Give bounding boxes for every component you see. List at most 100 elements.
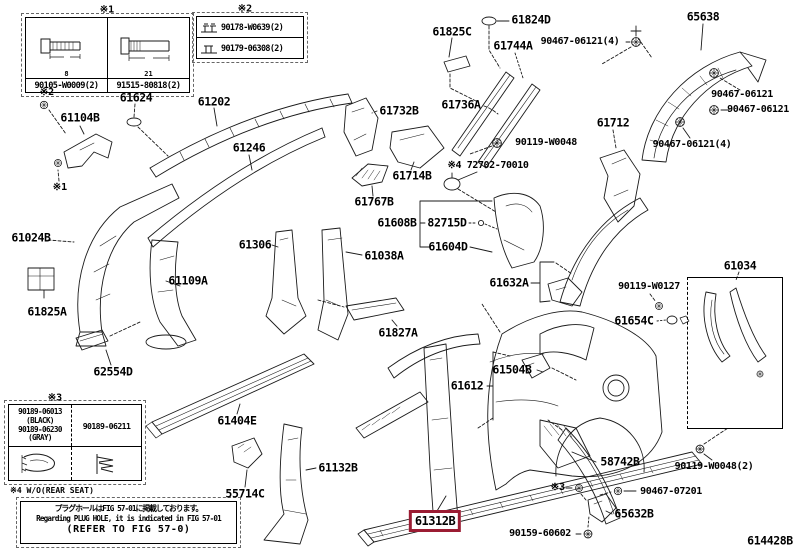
c-pillar-band-art: [559, 197, 649, 307]
ref-box1: 8 90105-W0009(2) 21 91515-80818(2): [21, 13, 194, 97]
label-61825C[interactable]: 61825C: [432, 24, 472, 39]
ref-box3-part1-color: (BLACK): [26, 415, 54, 425]
clip-profile-icon: [9, 447, 72, 480]
ref-box2-part1[interactable]: 90178-W0639(2): [221, 22, 284, 32]
label-90467-06121-4-right[interactable]: 90467-06121(4): [652, 139, 732, 150]
label-61608B[interactable]: 61608B: [377, 215, 417, 230]
label-61624[interactable]: 61624: [119, 90, 153, 105]
bolt-side-icon: 8: [26, 18, 107, 78]
bolt-side-icon: 21: [108, 18, 189, 78]
rocker-art: [145, 353, 429, 439]
part-61827A-art: [317, 297, 405, 327]
part-61632A-art: [530, 261, 583, 307]
ref-box3-icons: [9, 447, 141, 480]
label-61732B[interactable]: 61732B: [379, 103, 419, 118]
bolt-icon: [39, 100, 49, 110]
label-82715D[interactable]: 82715D: [427, 215, 467, 230]
label-61246[interactable]: 61246: [232, 140, 266, 155]
fir-tree-clip-icon: [72, 447, 141, 480]
label-90467-06121-a[interactable]: 90467-06121: [711, 89, 773, 100]
ref-box3-part2[interactable]: 90189-06230: [18, 424, 62, 434]
bolt-icon: [54, 159, 62, 167]
wheelhouse-art: [630, 23, 767, 163]
label-61202[interactable]: 61202: [197, 94, 231, 109]
label-61034[interactable]: 61034: [723, 258, 757, 273]
label-90467-07201[interactable]: 90467-07201: [640, 486, 702, 497]
label-61827A[interactable]: 61827A: [378, 325, 418, 340]
label-61132B[interactable]: 61132B: [318, 460, 358, 475]
label-61306[interactable]: 61306: [238, 237, 272, 252]
ref-box3-part3[interactable]: 90189-06211: [82, 420, 131, 431]
ref-mark-2: ※2: [39, 87, 55, 98]
cowl-side-group-art: [419, 192, 544, 269]
note-line-ref: (REFER TO FIG 57-0): [66, 524, 191, 535]
label-65632B[interactable]: 65632B: [614, 506, 654, 521]
label-55714C[interactable]: 55714C: [225, 486, 265, 501]
part-61034-art: [703, 271, 767, 378]
label-61714B[interactable]: 61714B: [392, 168, 432, 183]
figure-code: 614428B: [747, 533, 793, 548]
ref-box2: 90178-W0639(2) 90179-06308(2): [192, 12, 308, 63]
part-61034-box: [687, 277, 783, 429]
screw-w0048-art: [469, 138, 502, 155]
part-61504B-art: [521, 353, 577, 381]
ref-box1-part1[interactable]: 90105-W0009(2): [26, 78, 107, 92]
label-65638[interactable]: 65638: [686, 9, 720, 24]
ref-box3-right: 90189-06211: [72, 405, 141, 446]
label-61654C[interactable]: 61654C: [614, 313, 654, 328]
label-58742B[interactable]: 58742B: [600, 454, 640, 469]
clip-stud-icon: [201, 23, 217, 32]
bottom-right-fasteners-art: [565, 427, 729, 539]
top-fasteners-art: [601, 37, 641, 65]
screw-icon: [492, 138, 502, 148]
label-61612[interactable]: 61612: [450, 378, 484, 393]
label-90119-W0127[interactable]: 90119-W0127: [618, 281, 680, 292]
label-90119-W0048[interactable]: 90119-W0048: [515, 137, 577, 148]
ref-mark-3: ※3: [550, 482, 566, 493]
quarter-panel-art: [481, 303, 663, 491]
label-90467-06121-b[interactable]: 90467-06121: [727, 104, 789, 115]
label-61038A[interactable]: 61038A: [364, 248, 404, 263]
ref-box3-part1[interactable]: 90189-06013: [18, 407, 62, 417]
label-61632A[interactable]: 61632A: [489, 275, 529, 290]
part-58742B-art: [539, 419, 621, 525]
screw-icon: [613, 486, 623, 496]
label-61504B[interactable]: 61504B: [492, 362, 532, 377]
label-61104B[interactable]: 61104B: [60, 110, 100, 125]
label-62554D[interactable]: 62554D: [93, 364, 133, 379]
ref-box1-cell1: 8 90105-W0009(2): [26, 18, 107, 92]
highlighted-part-label[interactable]: 61312B: [408, 510, 462, 532]
label-61109A[interactable]: 61109A: [168, 273, 208, 288]
note-line-jp: プラグホールはFIG 57-01に掲載しております。: [54, 504, 204, 513]
label-90467-06121-4-top[interactable]: 90467-06121(4): [540, 36, 620, 47]
upper-brackets-art: [343, 97, 445, 197]
label-90119-W0048-2[interactable]: 90119-W0048(2): [674, 461, 754, 472]
label-61767B[interactable]: 61767B: [354, 194, 394, 209]
label-61404E[interactable]: 61404E: [217, 413, 257, 428]
label-61825A[interactable]: 61825A: [27, 304, 67, 319]
part-61132B-art: [263, 423, 317, 545]
ref-mark-1: ※1: [52, 182, 68, 193]
bolt-dim-label: 8: [64, 70, 69, 78]
clip-stud-icon: [201, 45, 217, 53]
ref-box2-row1: 90178-W0639(2): [197, 17, 303, 37]
ref-box2-part2[interactable]: 90179-06308(2): [221, 43, 284, 53]
note-box: プラグホールはFIG 57-01に掲載しております。 Regarding PLU…: [16, 497, 241, 548]
bolt-dim-label: 21: [144, 70, 153, 78]
label-61824D[interactable]: 61824D: [511, 12, 551, 27]
label-61712[interactable]: 61712: [596, 115, 630, 130]
pad-62554D-art: [75, 321, 141, 366]
label-90159-60602[interactable]: 90159-60602: [509, 528, 571, 539]
ref-box1-header: ※1: [99, 4, 115, 16]
ref-box1-part2[interactable]: 91515-80818(2): [108, 78, 189, 92]
bolt-icon: [583, 529, 593, 539]
label-61744A[interactable]: 61744A: [493, 38, 533, 53]
label-61604D[interactable]: 61604D: [428, 239, 468, 254]
label-61024B[interactable]: 61024B: [11, 230, 51, 245]
clip-61624-art: [126, 103, 169, 157]
label-61736A[interactable]: 61736A: [441, 97, 481, 112]
ref-box3-header: ※3: [47, 392, 63, 404]
label-72702-70010[interactable]: ※4 72702-70010: [447, 160, 529, 171]
